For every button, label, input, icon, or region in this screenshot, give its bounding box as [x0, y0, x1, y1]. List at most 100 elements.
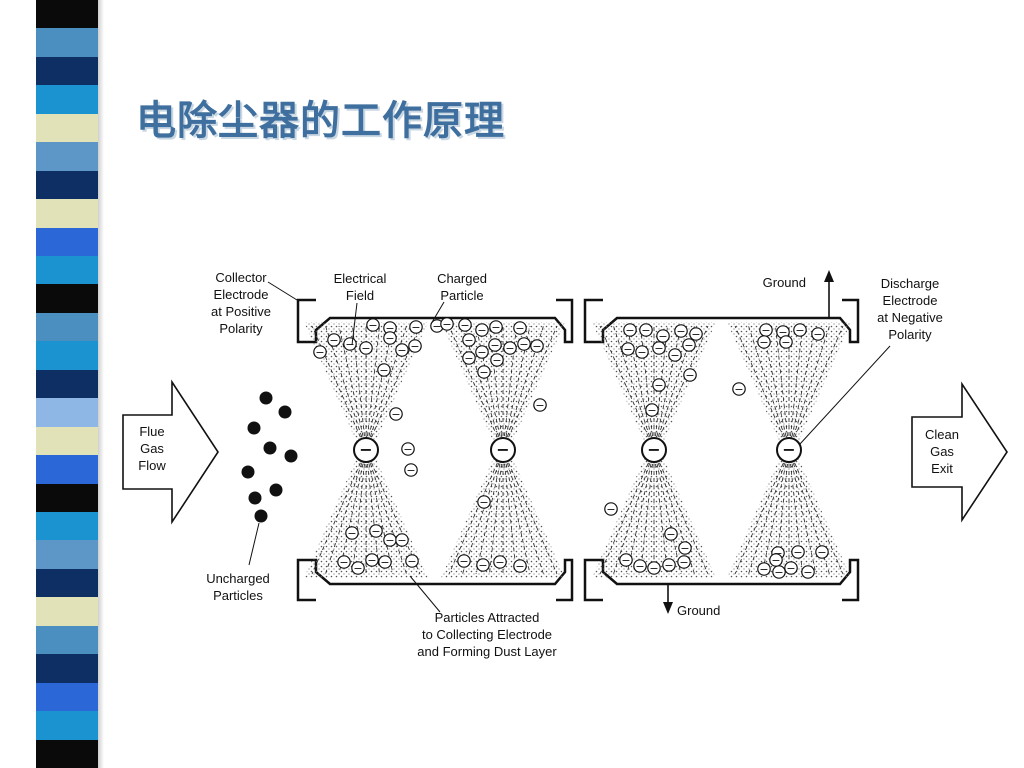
- charged-particle: −: [457, 554, 471, 568]
- side-bar-shadow: [98, 0, 104, 768]
- collector-plate-top-right: [583, 298, 860, 344]
- collector-plate-bottom-left: [296, 558, 574, 602]
- charged-particle: −: [366, 318, 380, 332]
- field-line: [626, 449, 655, 575]
- charged-particle: −: [689, 327, 703, 341]
- side-bar-block: [36, 0, 98, 29]
- charged-particle: −: [477, 495, 491, 509]
- charged-particle: −: [440, 317, 454, 331]
- side-bar-block: [36, 739, 98, 768]
- charged-particle: −: [811, 327, 825, 341]
- svg-text:−: −: [515, 322, 524, 335]
- decorative-side-bar: [36, 0, 98, 768]
- charged-particle: −: [779, 335, 793, 349]
- field-line: [325, 325, 367, 451]
- svg-text:−: −: [477, 346, 486, 359]
- field-line: [599, 325, 655, 451]
- svg-text:−: −: [345, 338, 354, 351]
- svg-text:−: −: [817, 546, 826, 559]
- field-line: [734, 449, 790, 575]
- svg-text:−: −: [666, 528, 675, 541]
- charged-particle: −: [490, 353, 504, 367]
- svg-text:−: −: [621, 554, 630, 567]
- charged-particle: −: [395, 343, 409, 357]
- field-line: [599, 449, 655, 575]
- field-line: [788, 325, 830, 451]
- discharge-pointer: [799, 345, 891, 445]
- field-label-2: Field: [346, 288, 374, 303]
- charged-particle: −: [378, 555, 392, 569]
- ground-top-label: Ground: [763, 275, 806, 290]
- charged-particle: −: [677, 555, 691, 569]
- flue-label-1: Flue: [139, 424, 164, 439]
- side-bar-block: [36, 170, 98, 200]
- svg-text:−: −: [347, 527, 356, 540]
- field-line: [613, 449, 655, 575]
- attracted-label-1: Particles Attracted: [435, 610, 540, 625]
- charged-particle: −: [477, 365, 491, 379]
- svg-text:−: −: [786, 562, 795, 575]
- svg-text:−: −: [478, 559, 487, 572]
- charged-particle: −: [462, 351, 476, 365]
- field-line: [462, 449, 504, 575]
- charged-particle: −: [639, 323, 653, 337]
- discharge-wire: [641, 437, 667, 463]
- charged-particle: −: [343, 337, 357, 351]
- charged-label-2: Particle: [440, 288, 483, 303]
- flue-label-2: Gas: [140, 441, 164, 456]
- discharge-label-3: at Negative: [877, 310, 943, 325]
- charged-particle: −: [489, 320, 503, 334]
- side-bar-block: [36, 312, 98, 342]
- charged-particle: −: [395, 533, 409, 547]
- side-bar-block: [36, 227, 98, 257]
- discharge-label-2: Electrode: [883, 293, 938, 308]
- charged-particle: −: [604, 502, 618, 516]
- charged-particle: −: [683, 368, 697, 382]
- svg-text:−: −: [774, 566, 783, 579]
- charged-particle: −: [337, 555, 351, 569]
- field-label-1: Electrical: [334, 271, 387, 286]
- flue-label-3: Flow: [138, 458, 166, 473]
- clean-label-2: Gas: [930, 444, 954, 459]
- clean-gas-arrow: [911, 381, 1008, 523]
- uncharged-pointer: [248, 522, 260, 566]
- charged-particle: −: [503, 341, 517, 355]
- charged-particle: −: [458, 318, 472, 332]
- side-bar-block: [36, 341, 98, 371]
- side-bar-block: [36, 654, 98, 684]
- uncharged-label-2: Particles: [213, 588, 263, 603]
- svg-text:−: −: [685, 369, 694, 382]
- svg-text:−: −: [460, 319, 469, 332]
- charged-particle: −: [678, 541, 692, 555]
- charged-particle: −: [776, 325, 790, 339]
- svg-text:−: −: [734, 383, 743, 396]
- svg-text:−: −: [676, 325, 685, 338]
- charged-particles-layer: −−−−−−−−−−−−−−−−−−−−−−−−−−−−−−−−−−−−−−−−…: [313, 317, 829, 579]
- collector-label-4: Polarity: [219, 321, 263, 336]
- field-line: [502, 325, 558, 451]
- charged-particle: −: [772, 565, 786, 579]
- wire-sign: −: [782, 440, 795, 459]
- charged-particle: −: [682, 338, 696, 352]
- side-bar-block: [36, 142, 98, 172]
- svg-text:−: −: [315, 346, 324, 359]
- svg-text:−: −: [492, 354, 501, 367]
- clean-label-3: Exit: [931, 461, 953, 476]
- charged-particle: −: [633, 559, 647, 573]
- svg-text:−: −: [625, 324, 634, 337]
- charged-particle: −: [365, 553, 379, 567]
- side-bar-block: [36, 597, 98, 627]
- charged-label-1: Charged: [437, 271, 487, 286]
- svg-text:−: −: [479, 496, 488, 509]
- side-bar-block: [36, 426, 98, 456]
- charged-particle: −: [359, 341, 373, 355]
- svg-text:−: −: [654, 379, 663, 392]
- svg-text:−: −: [691, 328, 700, 341]
- field-line: [502, 449, 558, 575]
- charged-particle: −: [732, 382, 746, 396]
- field-line: [475, 449, 504, 575]
- svg-text:−: −: [759, 563, 768, 576]
- ground-top-arrowhead: [824, 270, 834, 282]
- charged-particle: −: [815, 545, 829, 559]
- svg-text:−: −: [380, 556, 389, 569]
